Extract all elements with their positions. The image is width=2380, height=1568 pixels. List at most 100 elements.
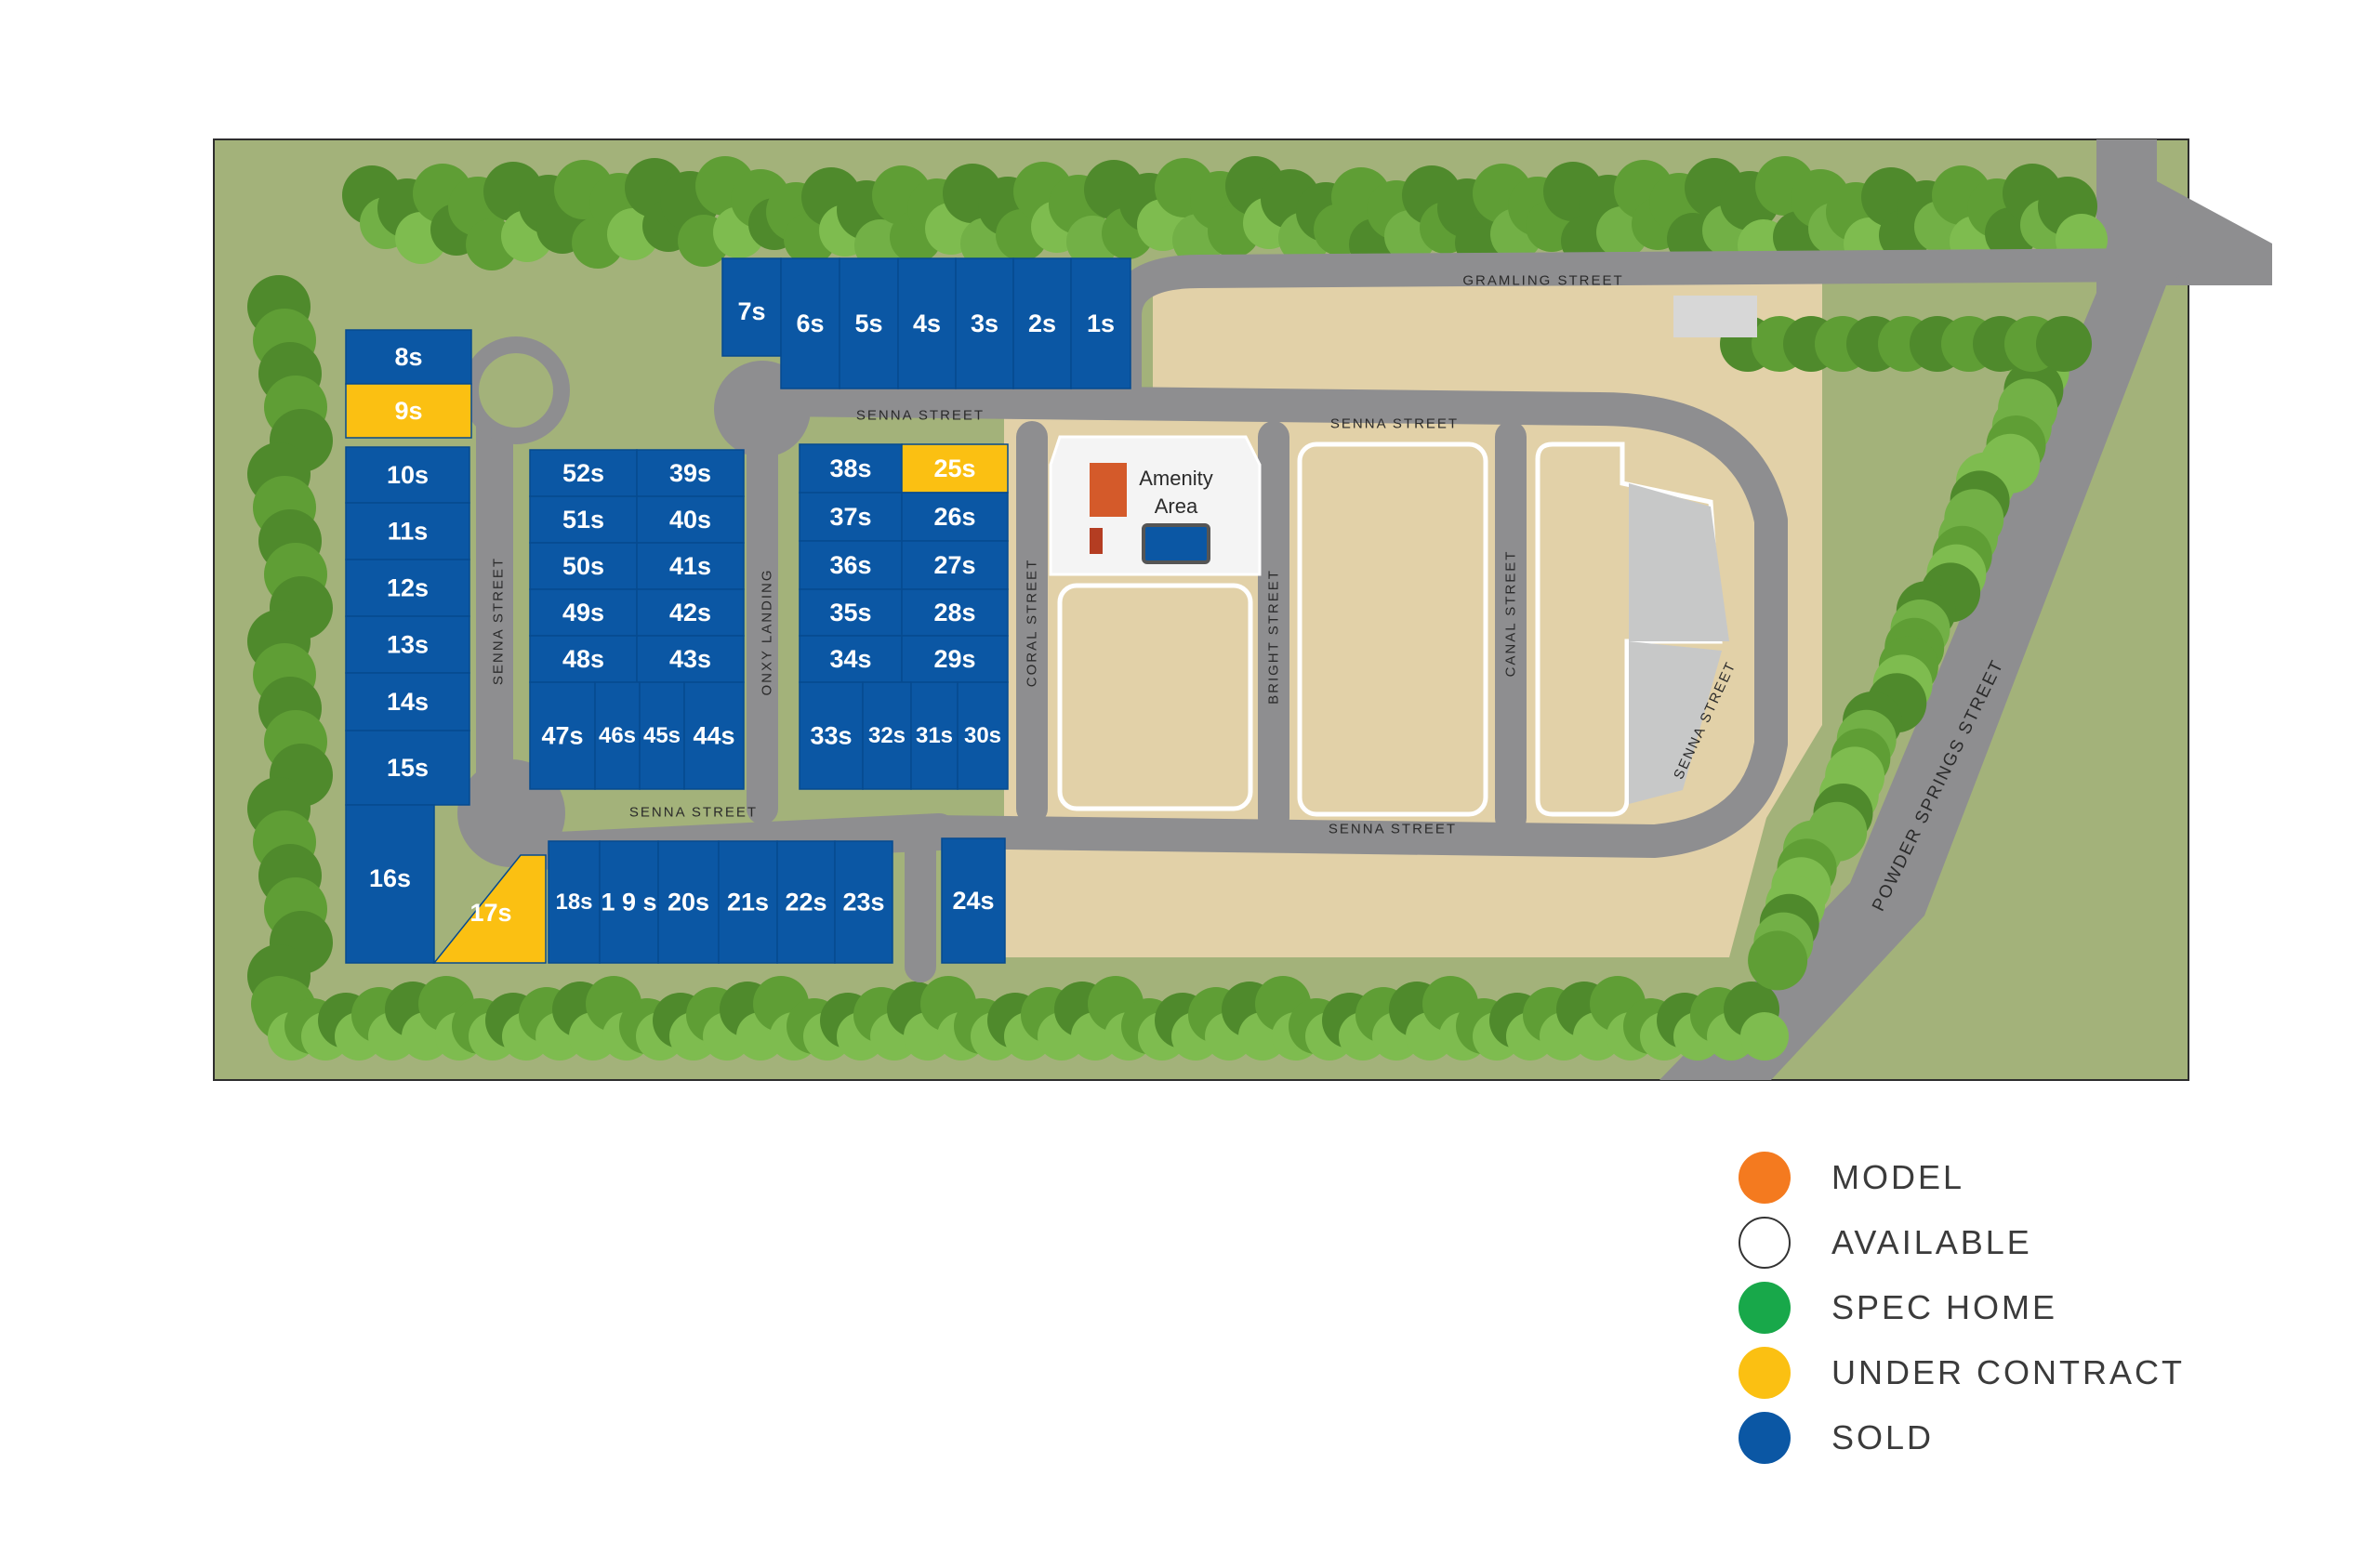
pool-icon — [1142, 523, 1210, 564]
tree — [1748, 930, 1808, 991]
legend-label-sold: SOLD — [1831, 1418, 1935, 1456]
lot-30s[interactable] — [957, 681, 1009, 790]
lot-51s[interactable] — [529, 495, 638, 544]
lot-19s[interactable] — [599, 840, 659, 964]
lot-label-20s: 20s — [668, 889, 709, 916]
lot-45s[interactable] — [639, 681, 685, 790]
tree — [1740, 1012, 1789, 1061]
lot-40s[interactable] — [636, 495, 745, 544]
lot-label-14s: 14s — [387, 688, 429, 716]
lot-12s[interactable] — [345, 559, 470, 617]
lot-label-43s: 43s — [669, 645, 711, 673]
amenity-building-2 — [1090, 528, 1103, 554]
lot-17s[interactable] — [432, 854, 547, 964]
legend-under-contract: UNDER CONTRACT — [1739, 1340, 2185, 1405]
lot-label-38s: 38s — [829, 455, 871, 482]
lot-6s[interactable] — [780, 257, 840, 389]
lot-label-40s: 40s — [669, 506, 711, 534]
lot-24s[interactable] — [941, 837, 1006, 964]
lot-8s[interactable] — [345, 329, 472, 385]
lot-14s[interactable] — [345, 672, 470, 731]
lot-label-36s: 36s — [829, 551, 871, 579]
legend-label-under-contract: UNDER CONTRACT — [1831, 1353, 2185, 1391]
lot-label-32s: 32s — [868, 723, 906, 748]
lot-43s[interactable] — [636, 635, 745, 683]
gramling-apron — [1673, 296, 1757, 337]
lot-42s[interactable] — [636, 588, 745, 637]
lot-25s[interactable] — [901, 443, 1009, 494]
street-canal: CANAL STREET — [1503, 550, 1519, 678]
legend-dot-available — [1739, 1217, 1791, 1269]
parcel-bright — [1297, 441, 1488, 817]
lot-35s[interactable] — [799, 588, 903, 637]
legend-label-model: MODEL — [1831, 1158, 1965, 1196]
lot-label-46s: 46s — [599, 723, 636, 748]
amenity-label-line2: Area — [1155, 494, 1198, 518]
lot-31s[interactable] — [910, 681, 959, 790]
lot-label-28s: 28s — [933, 599, 975, 626]
lot-1s[interactable] — [1070, 257, 1131, 389]
lot-50s[interactable] — [529, 542, 638, 590]
lot-3s[interactable] — [955, 257, 1014, 389]
lot-52s[interactable] — [529, 449, 638, 497]
lot-18s[interactable] — [548, 840, 601, 964]
street-senna-left: SENNA STREET — [491, 557, 507, 685]
lot-41s[interactable] — [636, 542, 745, 590]
lot-10s[interactable] — [345, 446, 470, 504]
lot-9s[interactable] — [345, 383, 472, 439]
lot-29s[interactable] — [901, 635, 1009, 683]
lot-label-4s: 4s — [913, 310, 941, 337]
lot-label-24s: 24s — [952, 887, 994, 915]
lot-28s[interactable] — [901, 588, 1009, 637]
legend-label-available: AVAILABLE — [1831, 1223, 2032, 1261]
lot-20s[interactable] — [657, 840, 720, 964]
legend-dot-sold — [1739, 1412, 1791, 1464]
lot-7s[interactable] — [721, 257, 782, 357]
lot-label-13s: 13s — [387, 631, 429, 659]
lot-13s[interactable] — [345, 615, 470, 674]
tree — [2036, 316, 2092, 372]
lot-label-41s: 41s — [669, 552, 711, 580]
lot-2s[interactable] — [1012, 257, 1072, 389]
street-gramling: GRAMLING STREET — [1462, 273, 1623, 289]
lot-44s[interactable] — [683, 681, 745, 790]
street-bright: BRIGHT STREET — [1266, 569, 1282, 705]
lot-15s[interactable] — [345, 730, 470, 806]
lot-label-31s: 31s — [916, 723, 953, 748]
lot-label-30s: 30s — [964, 723, 1001, 748]
lot-label-50s: 50s — [562, 552, 604, 580]
gray-wedge — [1629, 483, 1729, 804]
lot-label-26s: 26s — [933, 503, 975, 531]
amenity-building-1 — [1090, 463, 1127, 517]
lot-38s[interactable] — [799, 443, 903, 494]
lot-33s[interactable] — [799, 681, 864, 790]
street-senna-bottom-left: SENNA STREET — [629, 805, 758, 821]
legend-dot-model — [1739, 1152, 1791, 1204]
lot-22s[interactable] — [776, 840, 836, 964]
lot-label-44s: 44s — [693, 722, 734, 750]
lot-label-5s: 5s — [854, 310, 882, 337]
lot-16s[interactable] — [345, 804, 435, 964]
cul-de-sac-top-inner — [479, 353, 553, 428]
lot-47s[interactable] — [529, 681, 596, 790]
street-senna-top: SENNA STREET — [856, 408, 985, 424]
lot-37s[interactable] — [799, 492, 903, 542]
lot-23s[interactable] — [834, 840, 893, 964]
lot-label-21s: 21s — [727, 889, 769, 916]
lot-label-16s: 16s — [369, 864, 411, 892]
lot-label-48s: 48s — [562, 645, 604, 673]
lot-label-18s: 18s — [555, 889, 592, 915]
legend-spec-home: SPEC HOME — [1739, 1275, 2185, 1340]
lot-label-47s: 47s — [541, 722, 583, 750]
lot-34s[interactable] — [799, 635, 903, 683]
street-senna-bottom-right: SENNA STREET — [1329, 822, 1457, 837]
lot-label-34s: 34s — [829, 645, 871, 673]
lot-4s[interactable] — [897, 257, 957, 389]
lot-27s[interactable] — [901, 540, 1009, 590]
lot-21s[interactable] — [718, 840, 778, 964]
lot-26s[interactable] — [901, 492, 1009, 542]
lot-11s[interactable] — [345, 502, 470, 560]
legend-label-spec-home: SPEC HOME — [1831, 1288, 2058, 1326]
